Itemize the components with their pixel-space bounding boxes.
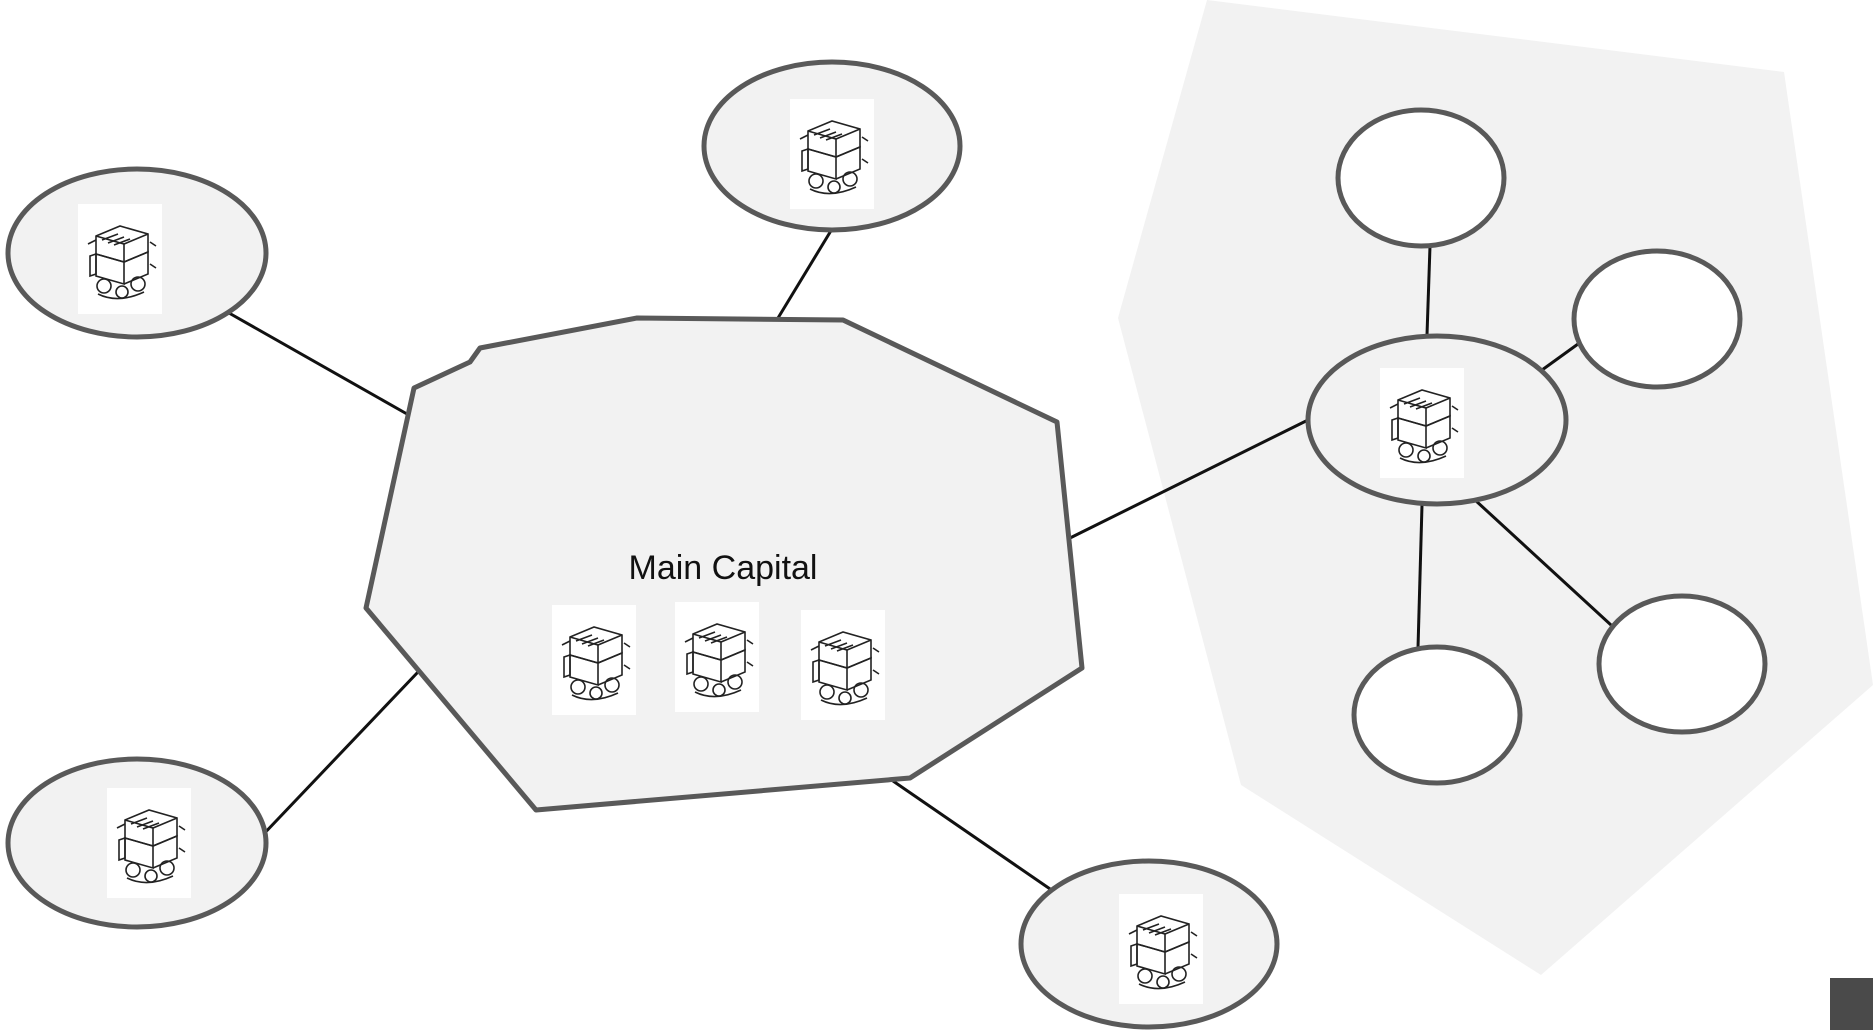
cluster-node-right[interactable] — [1571, 248, 1743, 390]
main-capital-label: Main Capital — [629, 549, 818, 587]
main-capital-node[interactable]: Main Capital — [363, 315, 1085, 813]
edge-hub-bottom — [1416, 504, 1424, 649]
edge-hub-top — [1425, 245, 1432, 336]
satellite-node-top[interactable] — [701, 59, 963, 233]
edge-main-bottom — [892, 779, 1054, 893]
engine-icon — [77, 203, 163, 315]
engine-icon — [674, 601, 760, 713]
engine-icon — [800, 609, 886, 721]
engine-icon — [551, 604, 637, 716]
edge-main-upper-left — [228, 311, 408, 416]
satellite-node-upper-left[interactable] — [5, 166, 269, 340]
engine-icon — [1379, 367, 1465, 479]
edge-main-hub — [1069, 418, 1309, 540]
edge-main-lower-left — [256, 670, 420, 842]
engine-icon — [106, 787, 192, 899]
edge-hub-right — [1541, 342, 1579, 372]
cluster-hub-node[interactable] — [1305, 333, 1569, 507]
engine-icon — [1118, 893, 1204, 1005]
edge-hub-lower-right — [1473, 498, 1613, 627]
cluster-node-top[interactable] — [1335, 107, 1507, 249]
edge-main-top — [776, 228, 834, 319]
satellite-node-lower-left[interactable] — [5, 756, 269, 930]
engine-icon — [789, 98, 875, 210]
satellite-node-bottom[interactable] — [1018, 858, 1280, 1030]
corner-widget-button[interactable] — [1830, 978, 1873, 1030]
cluster-node-lower-right[interactable] — [1596, 593, 1768, 735]
cluster-node-bottom[interactable] — [1351, 644, 1523, 786]
